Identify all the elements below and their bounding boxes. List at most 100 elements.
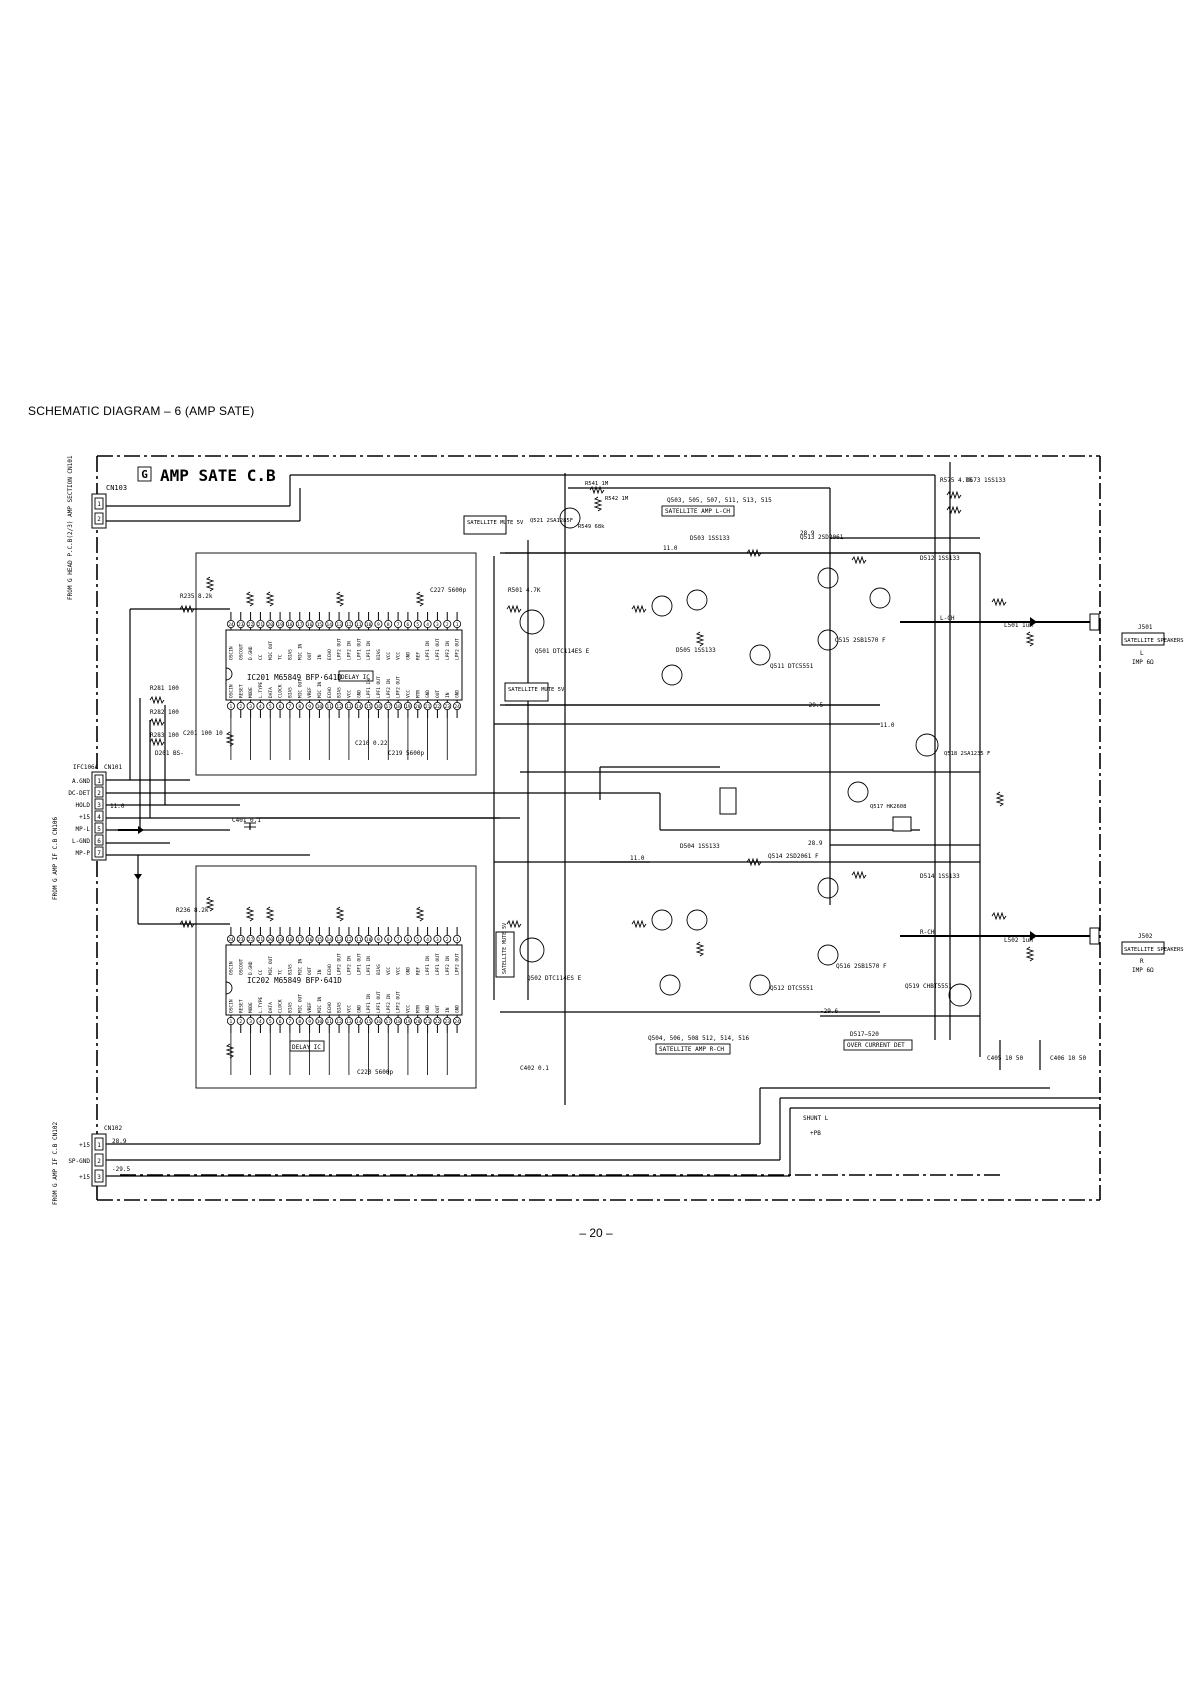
jack-j501: J501 SATELLITE SPEAKERS L IMP 6Ω: [1089, 613, 1184, 666]
c405-label: C405 10 50: [987, 1055, 1024, 1062]
v-296-low: -29.6: [820, 1008, 838, 1015]
ic202-func-top-8: MIC IN: [297, 958, 303, 975]
ic202-pin-top-ring-4: [256, 935, 265, 944]
cn101-signal-2: DC-DET: [68, 790, 90, 797]
resistor-mark-10: [265, 906, 275, 922]
ic202-func-bot-16: LPF1 OUT: [376, 991, 382, 1013]
ic201-func-bot-9: VREF: [307, 687, 313, 698]
ic201-pin-bot-num-19: 19: [405, 704, 411, 710]
c401-label: C401 0.1: [232, 817, 261, 824]
c220-label: C220 5600p: [357, 1069, 394, 1076]
ic201-func-bot-23: IN: [445, 692, 451, 698]
ic201-pin-bot-ring-21: [423, 702, 432, 711]
q513-label: Q513 2SD2061: [800, 534, 844, 541]
r575-label: R575 4.7k: [940, 477, 973, 484]
ic202-func-bot-14: GND: [356, 1005, 362, 1013]
ic201-pin-top-ring-10: [315, 620, 324, 629]
shunt-label: SHUNT L: [803, 1115, 829, 1122]
v-289-low: 28.9: [808, 840, 823, 847]
resistor-mark-2: [205, 576, 215, 592]
ic202-body: [225, 944, 463, 1016]
ic202-func-bot-1: OSCIN: [228, 999, 234, 1013]
cn101-signal-1: A.GND: [72, 778, 90, 785]
ic201-func-bot-5: DATA: [268, 687, 274, 698]
ic202-label: IC202 M65849 BFP·641D: [247, 976, 342, 985]
board-letter: G: [141, 468, 148, 481]
ic202-func-top-16: BIAS: [376, 964, 382, 975]
ic202-pin-top-num-15: 10: [366, 937, 372, 943]
ic201-func-bot-3: MODE: [248, 687, 254, 698]
ic201-func-bot-8: MIC OUT: [297, 679, 303, 698]
ic202-pin-bot-ring-20: [413, 1017, 422, 1026]
resistor-mark-36: [995, 791, 1005, 807]
ic201-pin-bot-ring-4: [256, 702, 265, 711]
cn102-pin-2: 2: [97, 1158, 101, 1165]
ic201-pin-bot-num-14: 14: [356, 704, 362, 710]
ic201-func-top-2: OSCOUT: [238, 643, 244, 660]
ic202-pin-bot-num-17: 17: [386, 1019, 392, 1025]
ic201-func-bot-7: BIAS: [287, 687, 293, 698]
ic202-pin-top-ring-9: [305, 935, 314, 944]
amp-lch-list: Q503, 505, 507, 511, 513, 515: [667, 497, 772, 504]
ic202-func-bot-4: L.TYPE: [258, 996, 264, 1013]
ic202-pin-bot-ring-5: [266, 1017, 275, 1026]
ic201-pin-top-ring-7: [285, 620, 294, 629]
c219-label: C219 5600p: [388, 750, 425, 757]
ic202-pin-top-ring-16: [374, 935, 383, 944]
ic201-pin-bot-ring-7: [285, 702, 294, 711]
ic202-func-bot-7: BIAS: [287, 1002, 293, 1013]
v-11-low: 11.0: [630, 855, 645, 862]
board-letter-box: [137, 466, 152, 482]
resistor-mark-25: [991, 597, 1007, 607]
ic202-pin-top-ring-6: [276, 935, 285, 944]
ic202-pin-top-ring-8: [295, 935, 304, 944]
ic201-pin-top-num-3: 22: [248, 622, 254, 628]
ic201-func-top-9: OUT: [307, 652, 313, 660]
ic201-func-top-17: VCC: [386, 652, 392, 660]
ic201-pin-top-num-22: 3: [436, 622, 439, 628]
ic201-pin-top-ring-13: [344, 620, 353, 629]
r501-label: R501 4.7K: [508, 587, 541, 594]
cn102-signal-2: SP-GND: [68, 1158, 90, 1165]
ic201-pin-bot-ring-15: [364, 702, 373, 711]
q504-symbol: [659, 974, 681, 996]
ic202-func-top-22: LPF1 OUT: [435, 953, 441, 975]
cn101-pin-5: 5: [97, 826, 101, 833]
ic202-func-top-20: REF: [415, 967, 421, 975]
ic202-pin-bot-ring-22: [433, 1017, 442, 1026]
ic202-pin-bot-ring-4: [256, 1017, 265, 1026]
resistor-mark-33: [149, 737, 165, 747]
ic202-pin-bot-ring-19: [403, 1017, 412, 1026]
ic202-pin-top-num-10: 15: [317, 937, 323, 943]
resistor-mark-32: [149, 717, 165, 727]
ic201-func-top-21: LPF1 IN: [425, 641, 431, 660]
ic202-pin-bot-num-23: 23: [445, 1019, 451, 1025]
d201-label: D201 BS-: [155, 750, 184, 757]
ic201-pin-bot-ring-8: [295, 702, 304, 711]
ic201-pin-top-ring-20: [413, 620, 422, 629]
cn101-pin-6: 6: [97, 838, 101, 845]
ic201-func-bot-14: GND: [356, 690, 362, 698]
cn102-wires: [106, 1088, 791, 1177]
ic202-func-bot-18: LPF2 OUT: [396, 991, 402, 1013]
ic202-pin-bot-ring-14: [354, 1017, 363, 1026]
ic201-pin-bot-num-13: 13: [346, 704, 352, 710]
ic201-pin-bot-num-24: 24: [454, 704, 460, 710]
ic202-pin-top-num-5: 20: [268, 937, 274, 943]
ic201-pin-top-num-13: 12: [346, 622, 352, 628]
v-295-top: -29.5: [805, 702, 823, 709]
cn101-pin-7: 7: [97, 850, 101, 857]
resistor-mark-1: [179, 604, 195, 614]
ic202-func-top-17: VCC: [386, 967, 392, 975]
ic202-func-top-21: LPF1 IN: [425, 956, 431, 975]
connector-cn101: IFC106A CN101 1 2 3 4 5 6 7 A.GND DC-DET…: [52, 764, 125, 900]
ic202-func-bot-10: MIC IN: [317, 996, 323, 1013]
ic201-label: IC201 M65849 BFP·641D: [247, 673, 342, 682]
j501-sub: L: [1140, 650, 1144, 657]
cn101-signal-5: MP-L: [76, 826, 91, 833]
q502-label: Q502 DTC114ES E: [527, 975, 582, 982]
resistor-mark-30: [946, 505, 962, 515]
ic201-pin-bot-ring-9: [305, 702, 314, 711]
ic202-func-top-6: TC: [278, 969, 284, 975]
q514-symbol: [817, 877, 839, 899]
